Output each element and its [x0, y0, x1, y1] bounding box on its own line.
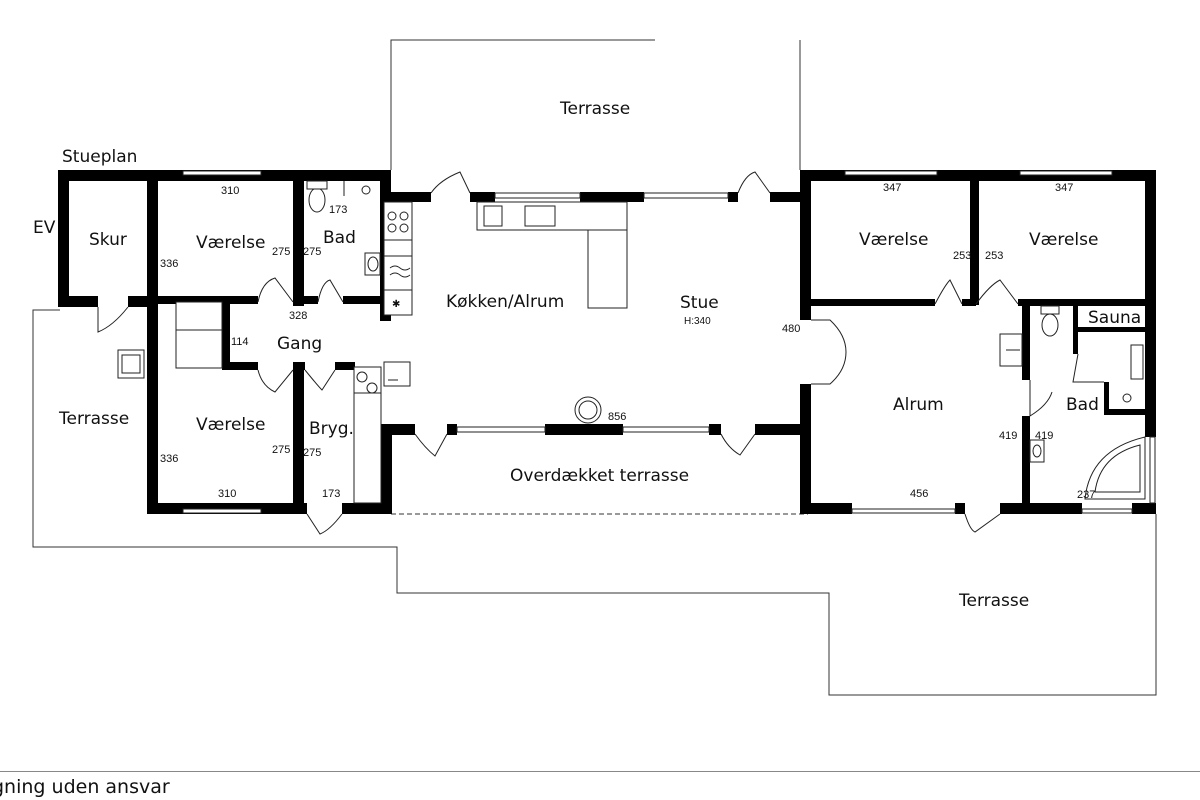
- room-sauna: Sauna: [1088, 308, 1141, 328]
- room-terrasse-bottom: Terrasse: [958, 591, 1029, 611]
- room-kokken: Køkken/Alrum: [446, 292, 564, 312]
- room-terrasse-left: Terrasse: [58, 409, 129, 429]
- dim-419-a: 419: [999, 430, 1017, 442]
- room-alrum: Alrum: [893, 395, 944, 415]
- dim-328: 328: [289, 310, 307, 322]
- dim-275-b: 275: [303, 246, 321, 258]
- room-vaerelse-4: Værelse: [196, 415, 265, 435]
- dim-480: 480: [782, 323, 800, 335]
- dim-275-a: 275: [272, 246, 290, 258]
- footer-disclaimer: gning uden ansvar: [0, 776, 170, 798]
- dim-310-bot: 310: [218, 488, 236, 500]
- dim-347-a: 347: [883, 182, 901, 194]
- shower-icon: [361, 185, 371, 195]
- dim-456: 456: [910, 488, 928, 500]
- toilet-icon: [308, 187, 326, 213]
- dim-237: 237: [1077, 489, 1095, 501]
- dim-336-top: 336: [160, 258, 178, 270]
- dim-275-c: 275: [272, 444, 290, 456]
- room-skur: Skur: [89, 230, 127, 250]
- room-overdaekket: Overdækket terrasse: [510, 466, 689, 486]
- stue-height: H:340: [684, 316, 711, 327]
- plan-title: Stueplan: [62, 147, 137, 167]
- dim-310-top: 310: [221, 185, 239, 197]
- room-bryg: Bryg.: [309, 419, 354, 439]
- freezer-icon: ✱: [392, 299, 400, 310]
- doors: [97, 171, 1104, 535]
- footer-divider: [0, 771, 1200, 772]
- room-stue: Stue: [680, 293, 719, 313]
- room-terrasse-top: Terrasse: [559, 99, 630, 119]
- room-vaerelse-1: Værelse: [196, 233, 265, 253]
- room-vaerelse-2: Værelse: [859, 230, 928, 250]
- ev-label: EV: [33, 218, 56, 238]
- dim-856: 856: [608, 411, 626, 423]
- dim-114: 114: [231, 336, 249, 348]
- dim-253-b: 253: [985, 250, 1003, 262]
- dim-275-d: 275: [303, 447, 321, 459]
- dim-173-bryg: 173: [322, 488, 340, 500]
- room-bad-2: Bad: [1066, 395, 1099, 415]
- dim-347-b: 347: [1055, 182, 1073, 194]
- shower-icon: [1122, 393, 1132, 403]
- toilet-icon: [1041, 313, 1059, 337]
- room-gang: Gang: [277, 334, 322, 354]
- terrace-outlines: [32, 39, 1157, 696]
- fixtures: ✱: [117, 180, 1146, 504]
- labels: Stueplan EV Terrasse Terrasse Terrasse S…: [33, 99, 1141, 611]
- room-vaerelse-3: Værelse: [1029, 230, 1098, 250]
- dim-419-b: 419: [1035, 430, 1053, 442]
- room-bad-1: Bad: [323, 228, 356, 248]
- windows: [182, 170, 1156, 514]
- dim-173-bad: 173: [329, 204, 347, 216]
- dim-336-bot: 336: [160, 453, 178, 465]
- dim-253-a: 253: [953, 250, 971, 262]
